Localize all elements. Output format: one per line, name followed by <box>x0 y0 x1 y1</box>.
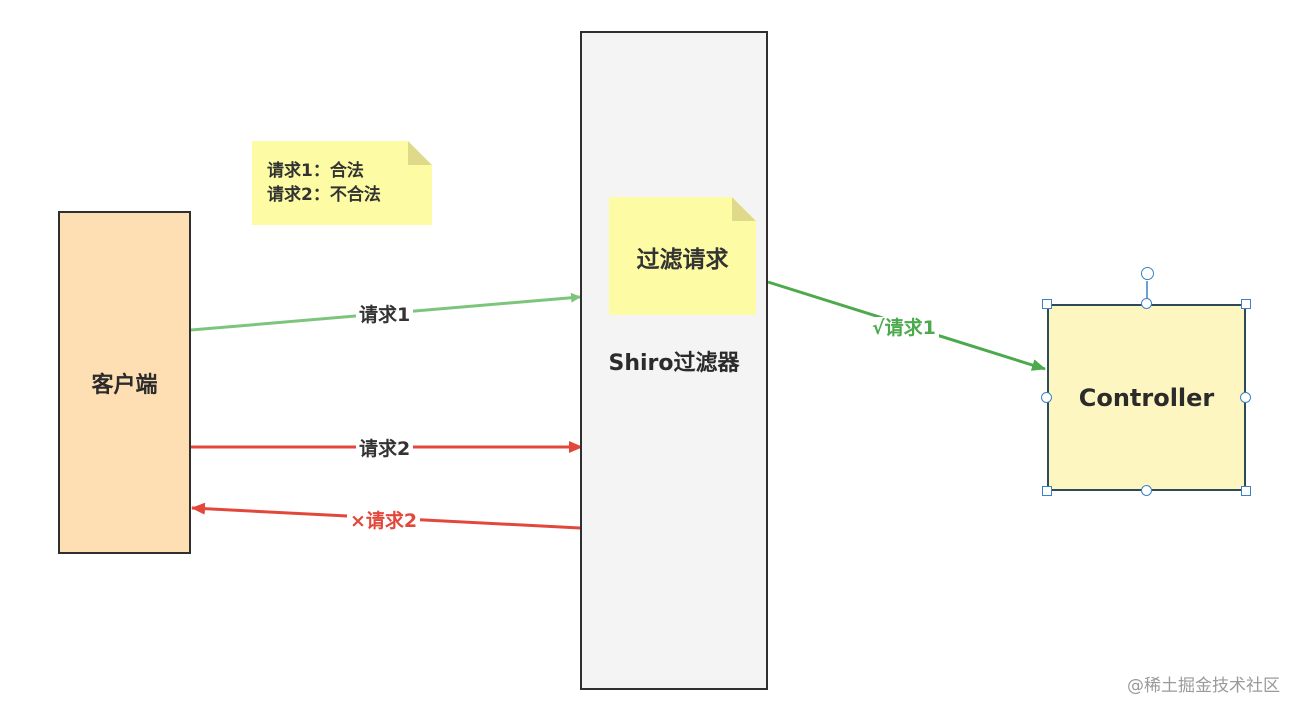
controller-label: Controller <box>1078 383 1215 412</box>
resize-handle-left[interactable] <box>1041 392 1052 403</box>
legend-line-2: 请求2：不合法 <box>267 185 381 205</box>
client-node[interactable]: 客户端 <box>58 211 191 554</box>
edge-label-request2: 请求2 <box>356 438 414 460</box>
resize-handle-top-left[interactable] <box>1042 299 1052 309</box>
legend-note[interactable]: 请求1：合法 请求2：不合法 <box>252 141 432 225</box>
resize-handle-bottom[interactable] <box>1141 485 1152 496</box>
controller-node[interactable]: Controller <box>1047 304 1246 491</box>
client-label: 客户端 <box>91 372 158 398</box>
rotation-handle[interactable] <box>1141 267 1154 280</box>
resize-handle-bottom-right[interactable] <box>1241 486 1251 496</box>
edge-label-request1: 请求1 <box>356 304 414 326</box>
edge-label-accepted: √请求1 <box>869 317 939 339</box>
filter-request-note[interactable]: 过滤请求 <box>609 197 756 315</box>
filter-label: Shiro过滤器 <box>608 351 740 376</box>
filter-note-label: 过滤请求 <box>636 247 729 273</box>
shiro-filter-node[interactable]: Shiro过滤器 <box>580 31 768 690</box>
legend-line-1: 请求1：合法 <box>267 161 364 181</box>
edge-label-rejected: ×请求2 <box>347 510 421 532</box>
resize-handle-top-right[interactable] <box>1241 299 1251 309</box>
resize-handle-top[interactable] <box>1141 298 1152 309</box>
resize-handle-bottom-left[interactable] <box>1042 486 1052 496</box>
resize-handle-right[interactable] <box>1240 392 1251 403</box>
watermark: @稀土掘金技术社区 <box>1127 676 1280 696</box>
